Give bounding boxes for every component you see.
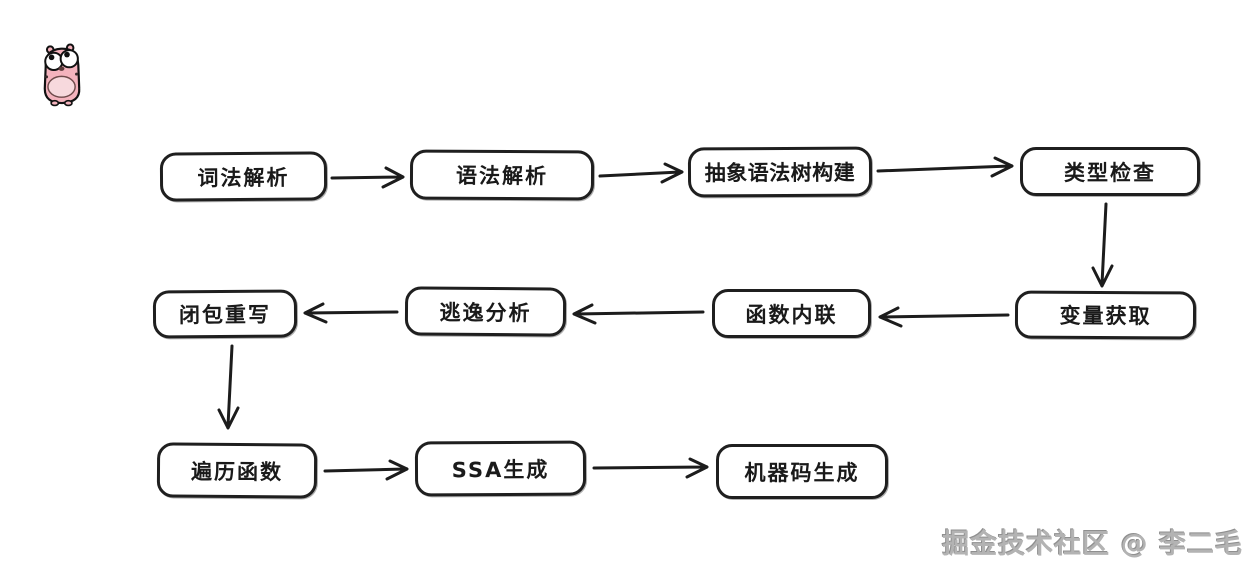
node-walk-function: 遍历函数 — [156, 442, 318, 499]
watermark-text: 掘金技术社区 @ 李二毛 — [942, 529, 1243, 560]
arrow-varcapture-to-inline — [878, 306, 1010, 328]
arrow-syntax-to-ast — [598, 162, 684, 184]
node-ssa-generation: SSA生成 — [414, 440, 587, 497]
arrow-typecheck-to-varcapture — [1091, 202, 1114, 288]
node-ast-construction: 抽象语法树构建 — [687, 146, 873, 198]
arrow-escape-to-closure — [303, 302, 399, 324]
node-variable-capture: 变量获取 — [1014, 290, 1197, 340]
node-type-check: 类型检查 — [1020, 147, 1200, 196]
node-closure-rewrite: 闭包重写 — [152, 289, 298, 339]
arrow-walk-to-ssa — [323, 459, 409, 481]
node-function-inline: 函数内联 — [712, 289, 871, 338]
node-syntax-analysis: 语法解析 — [409, 149, 595, 201]
arrow-closure-to-walk — [217, 344, 240, 430]
arrow-lexical-to-syntax — [330, 166, 405, 189]
arrow-inline-to-escape — [572, 303, 705, 325]
arrow-ast-to-typecheck — [876, 156, 1014, 178]
go-gopher-icon — [43, 43, 81, 107]
node-machine-code-generation: 机器码生成 — [716, 444, 888, 499]
arrow-ssa-to-machinecode — [592, 457, 709, 479]
node-lexical-analysis: 词法解析 — [159, 151, 328, 202]
node-escape-analysis: 逃逸分析 — [404, 286, 567, 337]
